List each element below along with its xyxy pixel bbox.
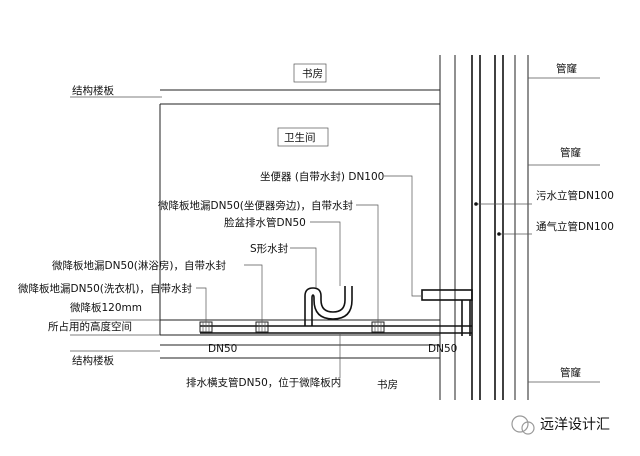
label-dn50-left: DN50 <box>208 343 237 355</box>
floor-drain-shower <box>255 321 269 333</box>
label-waste-riser: 污水立管DN100 <box>536 189 614 202</box>
label-floor-drain-shower: 微降板地漏DN50(淋浴房)，自带水封 <box>52 259 226 272</box>
label-floor-drain-washer: 微降板地漏DN50(洗衣机)，自带水封 <box>18 282 192 295</box>
label-floor-drain-toilet: 微降板地漏DN50(坐便器旁边)，自带水封 <box>158 199 353 212</box>
label-s-trap: S形水封 <box>250 242 289 255</box>
label-shaft-1: 管窿 <box>556 62 577 75</box>
label-slab-bottom: 结构楼板 <box>72 354 114 367</box>
horizontal-branch-drain <box>200 325 472 334</box>
floor-drain-toilet <box>371 321 385 333</box>
vent-riser-pipe <box>494 55 504 400</box>
watermark-text: 远洋设计汇 <box>540 417 610 433</box>
label-slab-top: 结构楼板 <box>72 84 114 97</box>
pipe-shaft-walls <box>439 55 600 400</box>
room-label-study-bottom: 书房 <box>377 378 398 391</box>
top-structural-slab <box>70 89 440 105</box>
floor-drain-washer <box>199 321 213 333</box>
wechat-icon <box>511 415 529 433</box>
label-height-space: 所占用的高度空间 <box>48 320 132 333</box>
label-dn50-right: DN50 <box>428 343 457 355</box>
waste-riser-pipe <box>471 55 481 400</box>
label-shaft-2: 管窿 <box>560 146 581 159</box>
label-toilet: 坐便器 (自带水封) DN100 <box>260 170 384 183</box>
label-basin-pipe: 脸盆排水管DN50 <box>224 216 306 229</box>
label-shaft-3: 管窿 <box>560 366 581 379</box>
room-label-bathroom: 卫生间 <box>284 131 316 144</box>
label-slab-drop: 微降板120mm <box>70 301 142 314</box>
leader-lines <box>196 175 532 379</box>
room-label-study-top: 书房 <box>302 67 323 80</box>
watermark: 远洋设计汇 <box>511 415 610 435</box>
s-trap <box>304 286 353 326</box>
bottom-structural-slab <box>70 319 440 359</box>
label-vent-riser: 通气立管DN100 <box>536 220 614 233</box>
label-branch-pipe: 排水横支管DN50，位于微降板内 <box>186 376 341 389</box>
toilet-branch-pipe <box>421 289 473 336</box>
